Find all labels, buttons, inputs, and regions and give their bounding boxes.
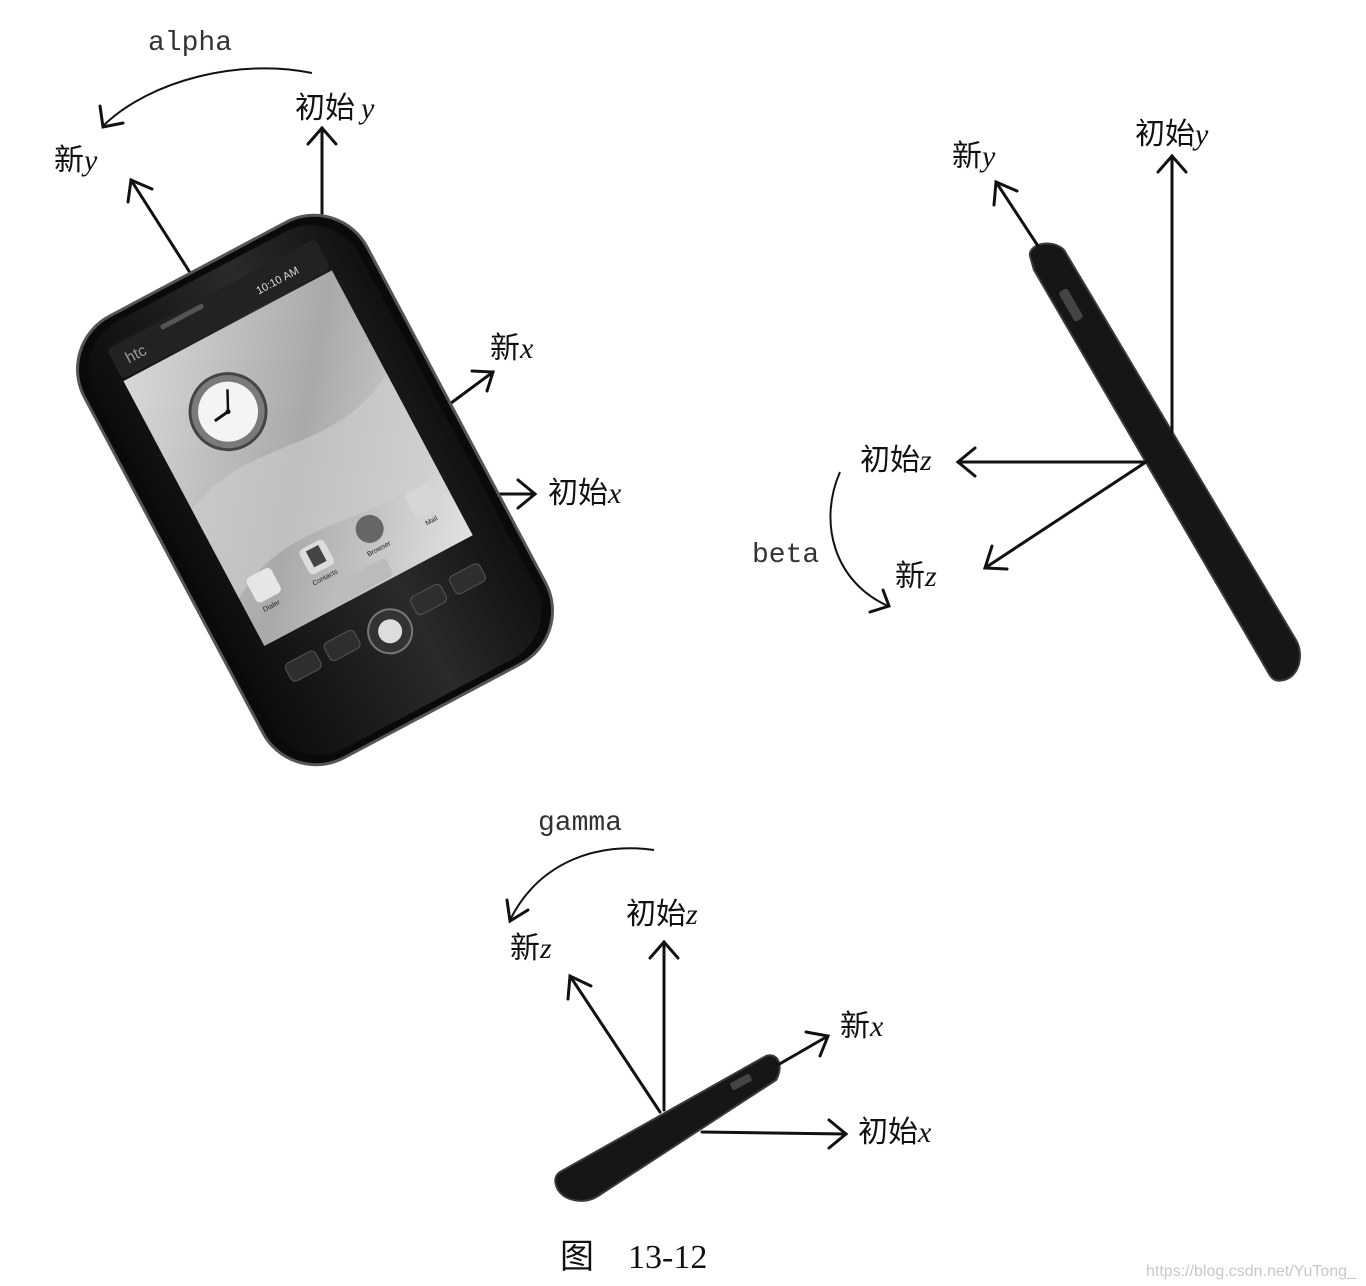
gamma-initial-x-arrowhead xyxy=(827,1118,849,1150)
contacts-icon[interactable]: Contacts xyxy=(296,538,341,588)
phone-dock xyxy=(333,558,393,602)
beta-new-y-arrowhead xyxy=(992,179,1019,207)
beta-new-y-axis xyxy=(994,180,1040,248)
beta-new-z-axis xyxy=(983,460,1148,570)
watermark: https://blog.csdn.net/YuTong_ xyxy=(1146,1263,1357,1280)
phone-back-button[interactable] xyxy=(409,583,448,617)
clock-center xyxy=(225,409,231,415)
beta-new-z-label: 新z xyxy=(895,560,937,593)
clock-hour-hand xyxy=(213,410,229,423)
alpha-new-y-label: 新y xyxy=(54,144,98,177)
phone-side-gamma-body xyxy=(554,1054,781,1202)
gamma-initial-z-arrowhead xyxy=(648,939,680,960)
gamma-new-z-label: 新z xyxy=(510,932,552,965)
alpha-new-y-axis xyxy=(129,178,198,284)
phone-top-bar xyxy=(108,240,329,378)
gamma-initial-x-label: 初始x xyxy=(858,1116,932,1149)
phone-side-gamma-volume xyxy=(730,1074,752,1090)
phone-end-button[interactable] xyxy=(448,562,487,596)
clock-widget xyxy=(188,372,268,452)
figure-caption: 图 13-12 xyxy=(560,1239,707,1276)
phone-wallpaper-swoosh xyxy=(192,372,438,599)
beta-initial-y-label: 初始y xyxy=(1135,118,1209,151)
gamma-new-z-arrowhead xyxy=(566,973,593,1001)
phone-call-button[interactable] xyxy=(284,649,323,683)
phone-side-beta-volume xyxy=(1059,288,1083,322)
beta-initial-z-label: 初始z xyxy=(860,444,932,477)
phone-front: htc 10:10 AM Dialer xyxy=(76,213,554,767)
gamma-new-z-axis xyxy=(568,974,662,1114)
alpha-new-x-label: 新x xyxy=(490,332,534,365)
phone-side-gamma xyxy=(554,1054,781,1202)
phone-side-beta-body xyxy=(1028,242,1301,682)
beta-initial-y-arrowhead xyxy=(1156,153,1188,174)
phone-trackball[interactable] xyxy=(374,615,406,647)
alpha-rotation-arc xyxy=(102,67,313,127)
phone-side-beta xyxy=(1028,242,1301,682)
beta-initial-z-arrowhead xyxy=(955,446,977,478)
gamma-initial-z-label: 初始z xyxy=(626,898,698,931)
panel-gamma: gamma 初始z 新z 新x 初始x xyxy=(505,808,932,1202)
gamma-new-x-label: 新x xyxy=(840,1010,884,1043)
clock-minute-hand xyxy=(226,389,230,412)
alpha-initial-x-arrowhead xyxy=(516,478,538,510)
gamma-initial-x-axis xyxy=(700,1130,848,1136)
gamma-rotation-arc xyxy=(509,847,655,921)
beta-new-z-arrowhead xyxy=(982,544,1009,571)
alpha-new-y-arrowhead xyxy=(126,177,154,204)
beta-rotation-arc xyxy=(829,471,889,607)
alpha-new-x-arrowhead xyxy=(470,369,496,393)
beta-new-y-label: 新y xyxy=(952,140,996,173)
gamma-new-x-arrowhead xyxy=(804,1030,831,1058)
gamma-rotation-label: gamma xyxy=(538,808,622,839)
alpha-arc-arrowhead xyxy=(98,104,125,129)
beta-arc-arrowhead xyxy=(868,588,891,614)
alpha-initial-y-arrowhead xyxy=(306,125,338,146)
phone-home-button[interactable] xyxy=(322,629,361,663)
beta-rotation-label: beta xyxy=(752,540,819,571)
alpha-initial-x-label: 初始x xyxy=(548,477,622,510)
phone-speaker-grille xyxy=(160,303,204,330)
panel-beta: 新y 初始y 初始z 新z beta xyxy=(752,118,1301,682)
alpha-rotation-label: alpha xyxy=(148,28,232,59)
gamma-arc-arrowhead xyxy=(505,898,530,924)
gamma-new-x-axis xyxy=(774,1034,830,1068)
